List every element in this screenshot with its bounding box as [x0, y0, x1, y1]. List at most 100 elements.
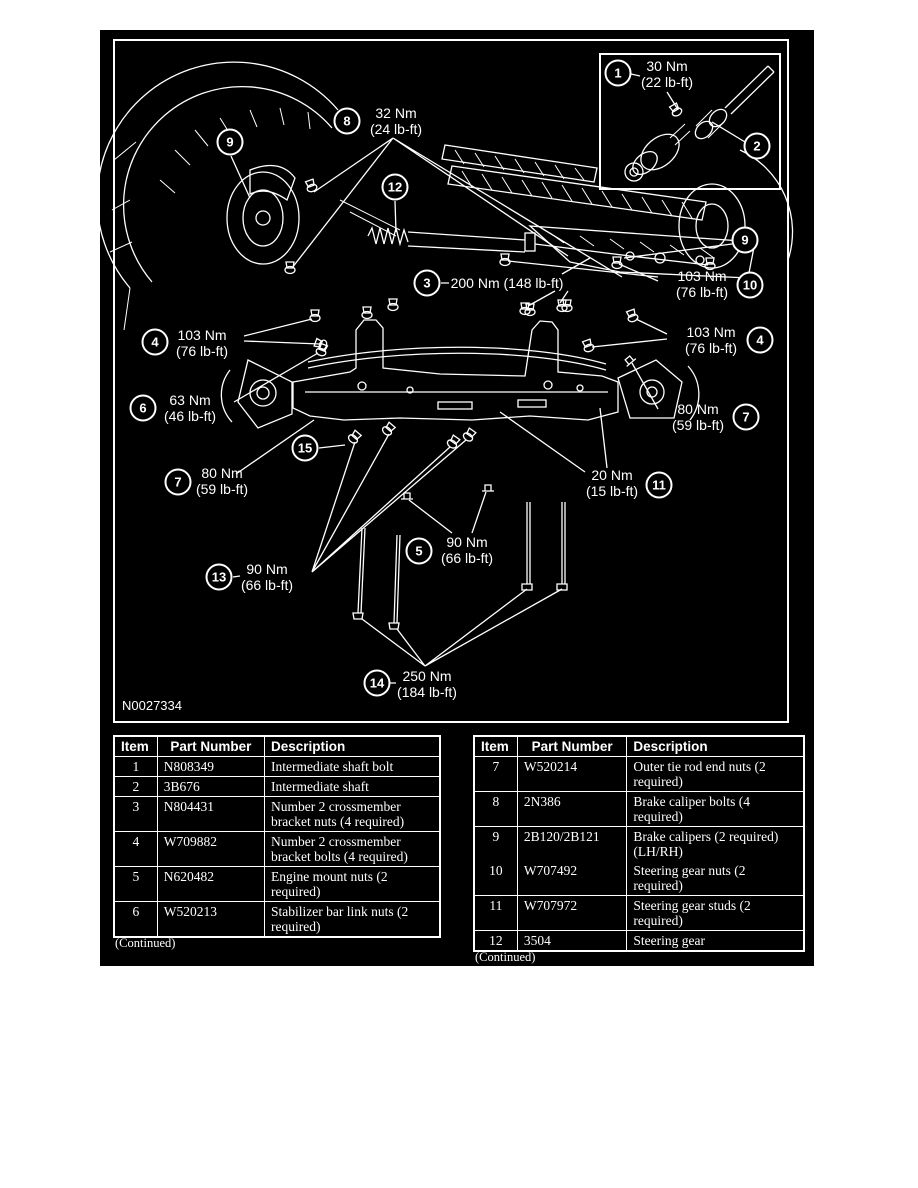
callout-15: 15 — [291, 434, 319, 462]
torque-lbft: (22 lb-ft) — [640, 74, 694, 90]
fender-arch-art — [100, 61, 339, 331]
header-description: Description — [264, 735, 441, 757]
cell-desc: Outer tie rod end nuts (2 required) — [626, 756, 805, 792]
cell-item: 8 — [473, 791, 518, 827]
cell-part: 2N386 — [516, 791, 628, 827]
cell-desc: Steering gear nuts (2 required) — [626, 861, 805, 896]
torque-label-6: 63 Nm(46 lb-ft) — [164, 392, 216, 424]
torque-nm: 80 Nm — [201, 465, 243, 481]
cell-part: W709882 — [156, 831, 266, 867]
cell-desc: Steering gear — [626, 930, 805, 952]
leader-lines — [230, 73, 746, 684]
torque-label-13: 90 Nm(66 lb-ft) — [241, 561, 293, 593]
long-bolts-art — [352, 502, 568, 630]
callout-4-right: 4 — [746, 326, 774, 354]
brake-caliper-art — [226, 164, 300, 265]
torque-lbft: (76 lb-ft) — [684, 340, 738, 356]
torque-label-3: 200 Nm (148 lb-ft) — [451, 275, 564, 291]
torque-label-4-left: 103 Nm(76 lb-ft) — [176, 327, 228, 359]
callout-9-left: 9 — [216, 128, 244, 156]
knuckle-art — [220, 359, 700, 429]
cell-desc: Steering gear studs (2 required) — [626, 895, 805, 931]
figure-border — [113, 39, 789, 723]
callout-number: 9 — [741, 232, 749, 248]
cell-desc: Number 2 crossmember bracket nuts (4 req… — [264, 796, 441, 832]
cell-part: 2B120/2B121 — [516, 826, 628, 861]
torque-label-10: 103 Nm(76 lb-ft) — [676, 268, 728, 300]
callout-3: 3 — [413, 269, 441, 297]
torque-lbft: (66 lb-ft) — [240, 577, 294, 593]
callout-10: 10 — [736, 271, 764, 299]
cell-desc: Brake caliper bolts (4 required) — [626, 791, 805, 827]
cell-item: 7 — [473, 756, 518, 792]
cell-item: 3 — [113, 796, 158, 832]
cell-item: 12 — [473, 930, 518, 952]
cell-desc: Intermediate shaft — [264, 776, 441, 797]
callout-13: 13 — [205, 563, 233, 591]
torque-lbft: (24 lb-ft) — [369, 121, 423, 137]
torque-lbft: (59 lb-ft) — [195, 481, 249, 497]
torque-nm: 80 Nm — [677, 401, 719, 417]
figure-panel: 1 2 8 9 12 9 3 10 4 4 6 7 15 7 11 5 13 1… — [100, 30, 814, 966]
torque-nm: 20 Nm — [591, 467, 633, 483]
callout-number: 8 — [343, 113, 351, 129]
torque-nm: 250 Nm — [402, 668, 452, 684]
callout-number: 5 — [415, 543, 423, 559]
callout-number: 9 — [226, 134, 234, 150]
inset-box — [599, 53, 781, 190]
torque-label-7-right: 80 Nm(59 lb-ft) — [672, 401, 724, 433]
cell-part: W520214 — [516, 756, 628, 792]
header-item: Item — [473, 735, 518, 757]
callout-number: 2 — [753, 138, 761, 154]
torque-label-1: 30 Nm(22 lb-ft) — [641, 58, 693, 90]
cell-part: 3B676 — [156, 776, 266, 797]
callout-9-right: 9 — [731, 226, 759, 254]
callout-number: 11 — [652, 477, 666, 493]
header-part-number: Part Number — [516, 735, 628, 757]
callout-7-right: 7 — [732, 403, 760, 431]
cell-item: 6 — [113, 901, 158, 938]
torque-lbft: (46 lb-ft) — [163, 408, 217, 424]
cell-part: 3504 — [516, 930, 628, 952]
callout-number: 13 — [211, 569, 227, 585]
callout-12: 12 — [381, 173, 409, 201]
callout-number: 10 — [742, 277, 758, 293]
subframe-art — [292, 319, 619, 421]
callout-number: 6 — [139, 400, 147, 416]
callout-4-left: 4 — [141, 328, 169, 356]
torque-lbft: (76 lb-ft) — [675, 284, 729, 300]
torque-nm: 103 Nm — [177, 327, 227, 343]
callout-number: 4 — [756, 332, 764, 348]
torque-nm: 90 Nm — [446, 534, 488, 550]
cell-part: N808349 — [156, 756, 266, 777]
cell-item: 4 — [113, 831, 158, 867]
callout-number: 1 — [614, 65, 622, 81]
torque-nm: 30 Nm — [646, 58, 688, 74]
cell-item: 5 — [113, 866, 158, 902]
callout-number: 4 — [151, 334, 159, 350]
callout-number: 7 — [742, 409, 750, 425]
figure-id: N0027334 — [122, 698, 182, 713]
torque-label-14: 250 Nm(184 lb-ft) — [397, 668, 457, 700]
cell-item: 11 — [473, 895, 518, 931]
cell-desc: Brake calipers (2 required) (LH/RH) — [626, 826, 805, 861]
steering-gear-art — [339, 199, 709, 266]
continued-note-left: (Continued) — [115, 936, 176, 950]
callout-6: 6 — [129, 394, 157, 422]
callout-11: 11 — [645, 471, 673, 499]
callout-14: 14 — [363, 669, 391, 697]
callout-number: 3 — [423, 275, 431, 291]
cell-desc: Engine mount nuts (2 required) — [264, 866, 441, 902]
cell-item: 10 — [473, 861, 518, 896]
callout-2: 2 — [743, 132, 771, 160]
